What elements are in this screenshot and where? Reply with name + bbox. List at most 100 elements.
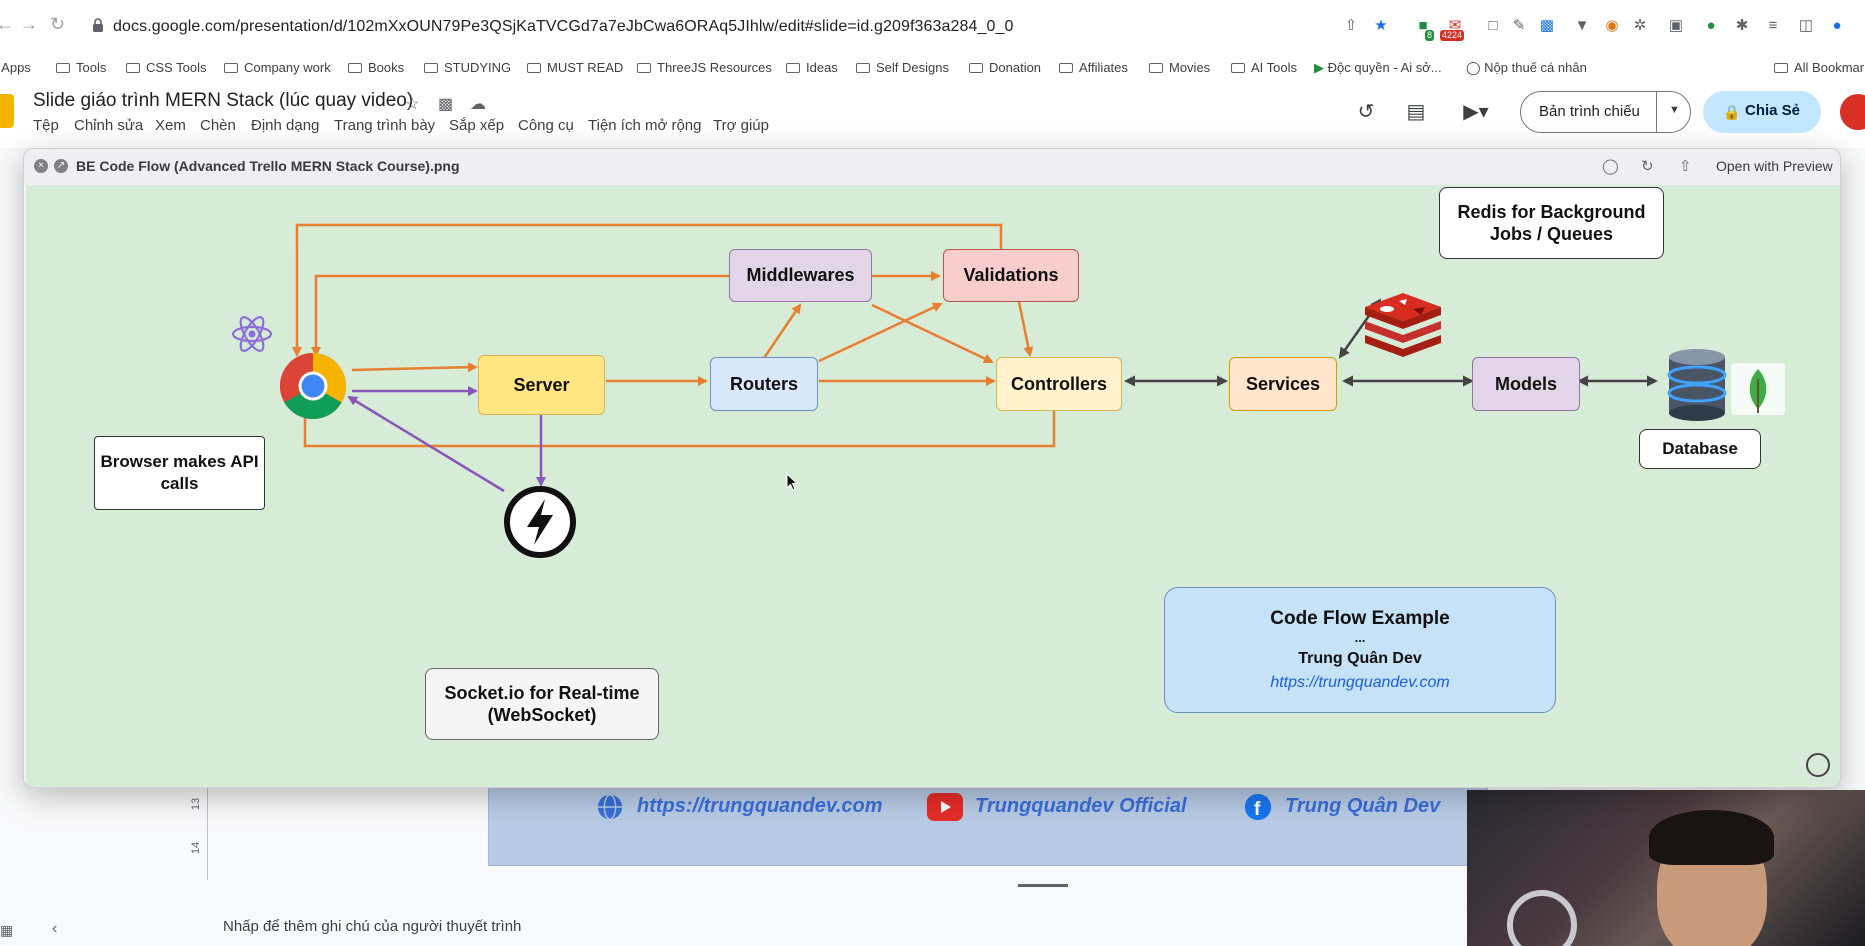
node-server-label: Server xyxy=(513,374,570,395)
menu-tools[interactable]: Công cụ xyxy=(518,117,574,134)
menu-arrange[interactable]: Sắp xếp xyxy=(449,117,505,134)
node-server: Server xyxy=(478,355,605,415)
bookmark-folder[interactable]: Company work xyxy=(224,54,331,82)
share-page-icon[interactable]: ⇧ xyxy=(1344,17,1358,34)
vue-devtools-icon[interactable]: ▼ xyxy=(1574,17,1590,34)
eyedropper-icon[interactable]: ✎ xyxy=(1512,17,1526,34)
menu-view[interactable]: Xem xyxy=(155,117,186,134)
bookmark-folder[interactable]: Donation xyxy=(969,54,1041,82)
bookmark-folder[interactable]: Affiliates xyxy=(1059,54,1128,82)
svg-text:f: f xyxy=(1254,798,1261,820)
back-icon[interactable]: ← xyxy=(0,14,14,34)
preview-filename: BE Code Flow (Advanced Trello MERN Stack… xyxy=(76,158,460,174)
footer-website-link[interactable]: https://trungquandev.com xyxy=(637,795,883,817)
bookmark-link[interactable]: ◯ Nộp thuế cá nhân xyxy=(1466,60,1587,75)
code-flow-author: Trung Quân Dev xyxy=(1298,650,1422,667)
bookmark-folder[interactable]: Books xyxy=(348,54,404,82)
close-icon[interactable]: × xyxy=(34,159,48,173)
menu-format[interactable]: Định dạng xyxy=(251,117,320,134)
meet-camera-icon[interactable]: ▶▾ xyxy=(1463,101,1489,123)
star-icon[interactable]: ☆ xyxy=(405,96,420,113)
profile-icon[interactable]: ● xyxy=(1832,17,1842,34)
bookmark-link[interactable]: ▶ Độc quyền - Ai sở... xyxy=(1314,60,1442,75)
menu-extensions[interactable]: Tiện ích mở rộng xyxy=(588,117,702,134)
gmail-badge: 4224 xyxy=(1440,30,1465,41)
share-label: Chia Sẻ xyxy=(1745,102,1801,119)
menu-file[interactable]: Tệp xyxy=(33,117,59,134)
reading-list-icon[interactable]: ≡ xyxy=(1768,17,1778,34)
node-services: Services xyxy=(1229,357,1337,411)
footer-youtube-link[interactable]: Trungquandev Official xyxy=(975,795,1187,817)
bookmark-folder[interactable]: Self Designs xyxy=(856,54,949,82)
extension-shield-icon[interactable]: ■ xyxy=(1418,17,1428,34)
folder-icon xyxy=(527,63,541,73)
chevron-left-icon[interactable]: ‹ xyxy=(52,920,58,937)
folder-icon xyxy=(1231,63,1245,73)
open-with-preview-button[interactable]: Open with Preview xyxy=(1716,158,1833,174)
share-button[interactable]: 🔒 Chia Sẻ xyxy=(1703,91,1821,133)
node-middlewares: Middlewares xyxy=(729,249,872,302)
markup-icon[interactable]: ◯ xyxy=(1602,158,1619,175)
slides-logo-icon[interactable] xyxy=(0,94,14,128)
fullscreen-icon[interactable]: ↗ xyxy=(54,159,68,173)
forward-icon[interactable]: → xyxy=(20,14,38,34)
speaker-notes-field[interactable]: Nhấp để thêm ghi chú của người thuyết tr… xyxy=(223,918,522,935)
grid-view-icon[interactable]: ▦ xyxy=(0,922,14,938)
facebook-icon: f xyxy=(1244,793,1272,820)
bookmark-folder[interactable]: Tools xyxy=(56,54,106,82)
rotate-icon[interactable]: ↻ xyxy=(1641,158,1654,175)
extensions-puzzle-icon[interactable]: ✱ xyxy=(1735,17,1749,34)
diagram-canvas: Browser makes API calls Server Routers M… xyxy=(26,185,1840,787)
extension-icon[interactable]: □ xyxy=(1488,17,1498,34)
bookmark-folder[interactable]: Ideas xyxy=(786,54,838,82)
version-history-icon[interactable]: ↺ xyxy=(1357,101,1375,123)
channel-logo-icon xyxy=(1507,890,1577,946)
move-folder-icon[interactable]: ▩ xyxy=(438,96,454,113)
button-divider xyxy=(1656,92,1657,132)
vertical-ruler: 13 14 xyxy=(190,780,208,880)
slide-footer-banner: https://trungquandev.com Trungquandev Of… xyxy=(488,778,1488,866)
folder-icon xyxy=(424,63,438,73)
gmail-icon[interactable]: ✉ xyxy=(1448,17,1462,34)
mongodb-logo-icon xyxy=(1731,363,1785,415)
url-input[interactable]: docs.google.com/presentation/d/102mXxOUN… xyxy=(113,18,1014,35)
bookmark-folder[interactable]: CSS Tools xyxy=(126,54,206,82)
bookmark-folder[interactable]: Movies xyxy=(1149,54,1210,82)
slideshow-button[interactable]: Bản trình chiếu ▼ xyxy=(1520,91,1691,133)
puzzle-ext-icon[interactable]: ✲ xyxy=(1633,17,1647,34)
menu-edit[interactable]: Chỉnh sửa xyxy=(74,117,144,134)
avatar[interactable] xyxy=(1838,92,1865,132)
bookmark-apps[interactable]: ∷ Apps xyxy=(0,54,31,82)
menu-slide[interactable]: Trang trình bày xyxy=(334,117,436,134)
node-browser: Browser makes API calls xyxy=(94,436,265,510)
bookmark-star-icon[interactable]: ★ xyxy=(1374,17,1388,34)
grammar-ext-icon[interactable]: ● xyxy=(1706,17,1716,34)
image-preview-window: × ↗ BE Code Flow (Advanced Trello MERN S… xyxy=(23,148,1841,788)
bookmark-folder[interactable]: AI Tools xyxy=(1231,54,1297,82)
chevron-down-icon[interactable]: ▼ xyxy=(1669,104,1680,116)
comments-icon[interactable]: ▤ xyxy=(1406,101,1426,123)
screenshot-icon[interactable]: ▣ xyxy=(1668,17,1684,34)
folder-icon xyxy=(126,63,140,73)
share-icon[interactable]: ⇧ xyxy=(1679,158,1692,175)
code-flow-url[interactable]: https://trungquandev.com xyxy=(1270,674,1450,691)
resize-handle[interactable] xyxy=(1018,884,1068,887)
color-picker-icon[interactable]: ◉ xyxy=(1605,17,1619,34)
bookmark-folder[interactable]: STUDYING xyxy=(424,54,511,82)
bookmark-all[interactable]: All Bookmar xyxy=(1774,54,1864,82)
node-routers: Routers xyxy=(710,357,818,411)
live-text-icon[interactable] xyxy=(1806,753,1830,777)
translate-icon[interactable]: ▩ xyxy=(1539,17,1555,34)
side-panel-icon[interactable]: ◫ xyxy=(1798,17,1814,34)
lock-icon[interactable] xyxy=(92,18,104,32)
node-services-label: Services xyxy=(1245,373,1321,394)
folder-icon xyxy=(637,63,651,73)
menu-help[interactable]: Trợ giúp xyxy=(713,117,769,134)
node-socket-label: Socket.io for Real-time (WebSocket) xyxy=(444,683,640,725)
bookmark-folder[interactable]: ThreeJS Resources xyxy=(637,54,772,82)
document-title[interactable]: Slide giáo trình MERN Stack (lúc quay vi… xyxy=(33,90,414,111)
bookmark-folder[interactable]: MUST READ xyxy=(527,54,623,82)
footer-facebook-link[interactable]: Trung Quân Dev xyxy=(1285,795,1441,817)
menu-insert[interactable]: Chèn xyxy=(200,117,236,134)
reload-icon[interactable]: ↻ xyxy=(50,14,66,34)
